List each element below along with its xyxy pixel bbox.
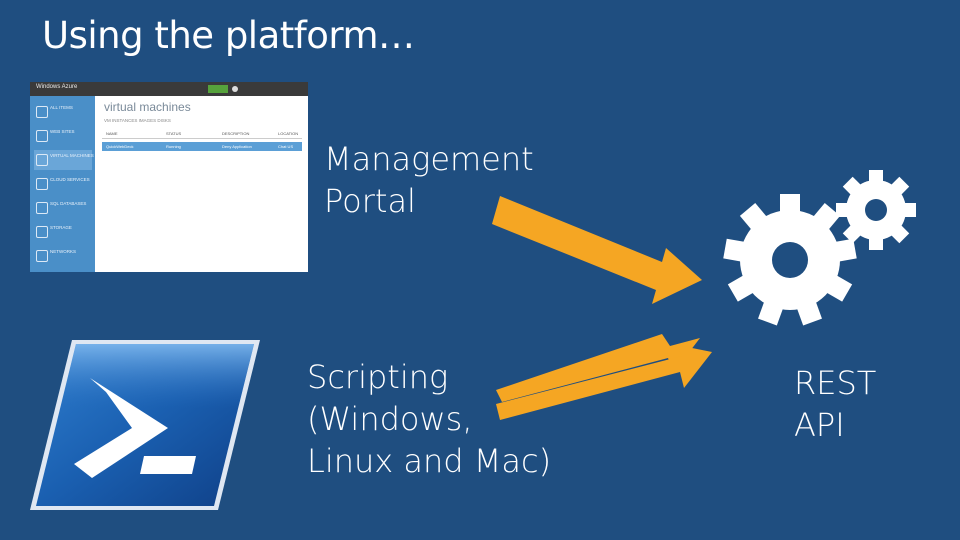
column-header: NAME — [106, 131, 118, 136]
slide-title: Using the platform… — [42, 14, 415, 57]
large-gear-icon — [723, 194, 857, 326]
portal-sidebar-item-selected: VIRTUAL MACHINES — [34, 150, 94, 170]
label-line: API — [794, 406, 845, 444]
column-header: DESCRIPTION — [222, 131, 250, 136]
powershell-icon — [30, 340, 260, 510]
grid-icon — [36, 106, 48, 118]
portal-sidebar-item: SQL DATABASES — [34, 198, 92, 218]
label-line: Scripting — [307, 358, 449, 396]
portal-sidebar-item: ALL ITEMS — [34, 102, 92, 122]
table-cell: Chat US — [278, 144, 294, 149]
database-icon — [36, 202, 48, 214]
label-line: Management — [324, 140, 534, 178]
portal-user-icon — [232, 86, 238, 92]
table-icon — [36, 226, 48, 238]
portal-sidebar-item: WEB SITES — [34, 126, 92, 146]
portal-sidebar-item: CLOUD SERVICES — [34, 174, 92, 194]
portal-brand: Windows Azure — [36, 84, 78, 90]
prompt-chevron — [74, 378, 168, 478]
table-cell: Deny Application — [222, 144, 252, 149]
portal-tabs: VM INSTANCES IMAGES DISKS — [104, 118, 171, 123]
globe-icon — [36, 130, 48, 142]
monitor-icon — [36, 154, 48, 166]
scripting-label: Scripting (Windows, Linux and Mac) — [307, 356, 567, 482]
portal-section-title: virtual machines — [104, 100, 191, 114]
portal-table-row: QuickWebDeck Running Deny Application Ch… — [102, 142, 302, 151]
cog-icon — [36, 178, 48, 190]
label-line: REST — [794, 364, 877, 402]
portal-sidebar: ALL ITEMS WEB SITES VIRTUAL MACHINES CLO… — [30, 96, 95, 272]
management-portal-label: Management Portal — [324, 138, 564, 222]
portal-sidebar-item: STORAGE — [34, 222, 92, 242]
label-line: (Windows, — [307, 400, 473, 438]
prompt-cursor — [140, 456, 196, 474]
portal-column-headers: NAME STATUS DESCRIPTION LOCATION — [102, 130, 302, 139]
table-cell: Running — [166, 144, 181, 149]
management-portal-screenshot: Windows Azure ALL ITEMS WEB SITES VIRTUA… — [30, 82, 308, 272]
rest-api-label: REST API — [794, 362, 914, 446]
arrow-scripting-to-api — [496, 334, 712, 420]
column-header: LOCATION — [278, 131, 299, 136]
column-header: STATUS — [166, 131, 182, 136]
small-gear-icon — [836, 170, 916, 250]
portal-top-button — [208, 85, 228, 93]
label-line: Linux and Mac) — [307, 442, 552, 480]
table-cell: QuickWebDeck — [106, 144, 134, 149]
label-line: Portal — [324, 182, 416, 220]
portal-sidebar-item: NETWORKS — [34, 246, 92, 266]
portal-topbar: Windows Azure — [30, 82, 308, 96]
arrow-portal-to-api — [492, 196, 702, 304]
network-icon — [36, 250, 48, 262]
gears-icon — [723, 170, 916, 326]
